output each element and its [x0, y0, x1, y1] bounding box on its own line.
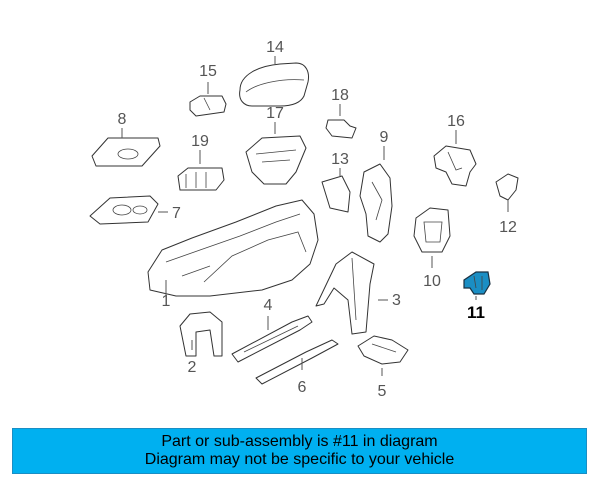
part-label-3: 3: [392, 292, 401, 309]
part-12-bracket: 12: [495, 173, 519, 236]
part-15-clip: 15: [189, 63, 227, 117]
part-label-19: 19: [191, 133, 209, 150]
part-6-long-trim: 6: [255, 339, 339, 396]
part-label-6: 6: [298, 379, 307, 396]
part-label-13: 13: [331, 151, 349, 168]
part-label-18: 18: [331, 87, 349, 104]
part-8-cover: 8: [91, 111, 161, 167]
part-3-side-brace: 3: [315, 251, 401, 335]
part-9-side-trim: 9: [359, 129, 393, 243]
part-label-10: 10: [423, 273, 441, 290]
part-label-9: 9: [380, 129, 389, 146]
part-label-4: 4: [264, 297, 273, 314]
part-label-16: 16: [447, 113, 465, 130]
info-banner: Part or sub-assembly is #11 in diagram D…: [12, 428, 587, 474]
part-5-floor-bracket: 5: [357, 335, 409, 400]
banner-line-1: Part or sub-assembly is #11 in diagram: [161, 433, 438, 450]
part-19-switch: 19: [177, 133, 225, 191]
part-label-1: 1: [162, 293, 171, 310]
part-16-bracket: 16: [433, 113, 477, 187]
part-label-14: 14: [266, 39, 284, 56]
part-7-cup-holder: 7: [89, 195, 181, 225]
part-13-trim-panel: 13: [321, 151, 351, 213]
part-label-8: 8: [118, 111, 127, 128]
part-label-12: 12: [499, 219, 517, 236]
part-14-armrest-lid: 14: [239, 39, 309, 107]
part-2-support: 2: [179, 311, 223, 376]
part-18-bracket: 18: [325, 87, 357, 139]
part-label-15: 15: [199, 63, 217, 80]
part-1-center-console: 1: [147, 199, 319, 310]
part-label-5: 5: [378, 383, 387, 400]
part-4-trim-strip: 4: [231, 297, 313, 363]
banner-line-2: Diagram may not be specific to your vehi…: [144, 451, 455, 468]
part-label-17: 17: [266, 105, 284, 122]
part-label-2: 2: [188, 359, 197, 376]
part-label-11: 11: [467, 303, 485, 322]
parts-diagram: 14 15 18 16 8 19 17: [89, 39, 519, 400]
part-17-storage-bin: 17: [245, 105, 307, 185]
part-11-highlighted: 11: [463, 271, 491, 322]
part-label-7: 7: [172, 205, 181, 222]
part-10-housing: 10: [413, 207, 451, 290]
